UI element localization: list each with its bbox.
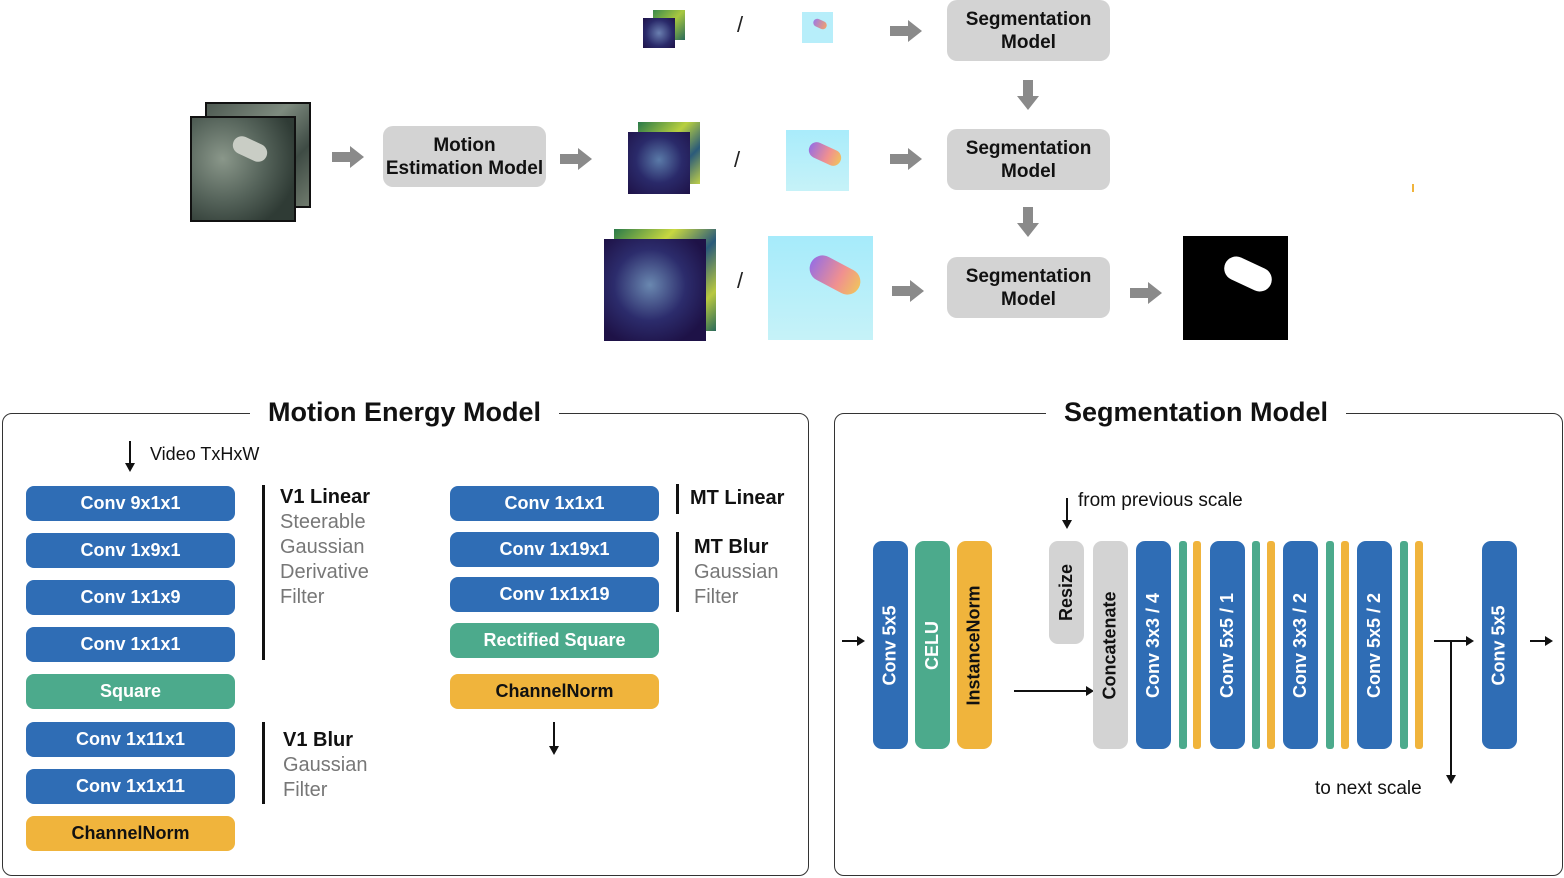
segmentation-model-box-scale-3: Segmentation Model bbox=[947, 257, 1110, 318]
separator-slash: / bbox=[734, 147, 741, 172]
v1-linear-heading: V1 Linear bbox=[280, 486, 371, 508]
right-block-conv-1x1x19: Conv 1x1x19 bbox=[450, 577, 659, 612]
seg-block-concatenate: Concatenate bbox=[1093, 541, 1128, 749]
mt-blur-note: MT Blur Gaussian Filter bbox=[694, 535, 779, 610]
to-next-scale-label: to next scale bbox=[1315, 778, 1422, 799]
right-block-rectified-square: Rectified Square bbox=[450, 623, 659, 658]
separator-slash: / bbox=[737, 12, 744, 37]
left-block-conv-9x1x1: Conv 9x1x1 bbox=[26, 486, 235, 521]
norm-bar bbox=[1267, 541, 1275, 749]
seg-block-conv-5x5-in: Conv 5x5 bbox=[873, 541, 908, 749]
v1-linear-bracket bbox=[262, 485, 265, 660]
seg-block-celu: CELU bbox=[915, 541, 950, 749]
down-arrow-icon bbox=[549, 722, 559, 755]
stray-mark bbox=[1412, 184, 1414, 192]
motion-energy-map-medium bbox=[628, 122, 702, 194]
arrow-icon bbox=[890, 20, 922, 42]
activation-bar bbox=[1179, 541, 1187, 749]
seg-block-instancenorm: InstanceNorm bbox=[957, 541, 992, 749]
arrow-icon bbox=[842, 636, 865, 646]
motion-energy-title: Motion Energy Model bbox=[250, 397, 559, 427]
separator-slash: / bbox=[737, 268, 744, 293]
arrow-icon bbox=[560, 148, 592, 170]
v1-blur-heading: V1 Blur bbox=[283, 729, 354, 751]
from-previous-scale-label: from previous scale bbox=[1078, 490, 1243, 511]
optical-flow-map-large bbox=[768, 236, 873, 340]
mt-blur-heading: MT Blur bbox=[694, 536, 769, 558]
norm-bar bbox=[1415, 541, 1423, 749]
down-arrow-icon bbox=[1062, 498, 1072, 529]
arrow-icon bbox=[1014, 686, 1094, 696]
mt-linear-heading: MT Linear bbox=[690, 487, 785, 509]
norm-bar bbox=[1341, 541, 1349, 749]
left-block-conv-1x1x1: Conv 1x1x1 bbox=[26, 627, 235, 662]
v1-blur-note: V1 Blur Gaussian Filter bbox=[283, 728, 368, 803]
arrow-icon bbox=[1130, 282, 1162, 304]
optical-flow-map-medium bbox=[786, 130, 849, 191]
optical-flow-map-small bbox=[802, 12, 833, 43]
v1-linear-desc-line: Derivative bbox=[280, 561, 369, 583]
right-block-channelnorm: ChannelNorm bbox=[450, 674, 659, 709]
arrow-icon bbox=[1530, 636, 1553, 646]
segmentation-title: Segmentation Model bbox=[1046, 397, 1347, 427]
branch-arrows bbox=[1434, 636, 1474, 784]
mt-blur-bracket bbox=[676, 532, 679, 612]
v1-blur-bracket bbox=[262, 722, 265, 804]
activation-bar bbox=[1252, 541, 1260, 749]
activation-bar bbox=[1326, 541, 1334, 749]
v1-linear-desc-line: Filter bbox=[280, 586, 325, 608]
down-arrow-icon bbox=[1017, 80, 1039, 110]
seg-block-conv-5x5-1: Conv 5x5 / 1 bbox=[1210, 541, 1245, 749]
motion-energy-map-large bbox=[604, 229, 716, 342]
motion-estimation-model-box: Motion Estimation Model bbox=[383, 126, 546, 187]
v1-linear-desc-line: Steerable bbox=[280, 511, 366, 533]
down-arrow-icon bbox=[125, 441, 135, 472]
segmentation-model-box-scale-2: Segmentation Model bbox=[947, 129, 1110, 190]
norm-bar bbox=[1193, 541, 1201, 749]
left-block-conv-1x11x1: Conv 1x11x1 bbox=[26, 722, 235, 757]
motion-energy-map-small bbox=[643, 10, 687, 48]
arrow-icon bbox=[332, 146, 364, 168]
seg-block-conv-5x5-2: Conv 5x5 / 2 bbox=[1357, 541, 1392, 749]
v1-blur-desc-line: Filter bbox=[283, 779, 328, 801]
input-video-frames bbox=[190, 102, 311, 222]
left-block-conv-1x1x11: Conv 1x1x11 bbox=[26, 769, 235, 804]
left-block-conv-1x1x9: Conv 1x1x9 bbox=[26, 580, 235, 615]
input-label: Video TxHxW bbox=[150, 444, 260, 464]
v1-blur-desc-line: Gaussian bbox=[283, 754, 368, 776]
arrow-icon bbox=[892, 280, 924, 302]
mt-blur-desc-line: Gaussian bbox=[694, 561, 779, 583]
activation-bar bbox=[1400, 541, 1408, 749]
seg-block-resize: Resize bbox=[1049, 541, 1084, 644]
seg-block-conv-3x3-4: Conv 3x3 / 4 bbox=[1136, 541, 1171, 749]
down-arrow-icon bbox=[1017, 207, 1039, 237]
left-block-conv-1x9x1: Conv 1x9x1 bbox=[26, 533, 235, 568]
mt-blur-desc-line: Filter bbox=[694, 586, 739, 608]
segmentation-model-box-scale-1: Segmentation Model bbox=[947, 0, 1110, 61]
segmentation-mask-output bbox=[1183, 236, 1288, 340]
left-block-channelnorm: ChannelNorm bbox=[26, 816, 235, 851]
seg-block-conv-5x5-out: Conv 5x5 bbox=[1482, 541, 1517, 749]
right-block-conv-1x19x1: Conv 1x19x1 bbox=[450, 532, 659, 567]
mt-linear-note: MT Linear bbox=[690, 486, 784, 511]
left-block-square: Square bbox=[26, 674, 235, 709]
arrow-icon bbox=[890, 148, 922, 170]
mt-linear-bracket bbox=[676, 484, 679, 514]
seg-block-conv-3x3-2: Conv 3x3 / 2 bbox=[1283, 541, 1318, 749]
right-block-conv-1x1x1: Conv 1x1x1 bbox=[450, 486, 659, 521]
v1-linear-note: V1 Linear Steerable Gaussian Derivative … bbox=[280, 485, 370, 610]
v1-linear-desc-line: Gaussian bbox=[280, 536, 365, 558]
